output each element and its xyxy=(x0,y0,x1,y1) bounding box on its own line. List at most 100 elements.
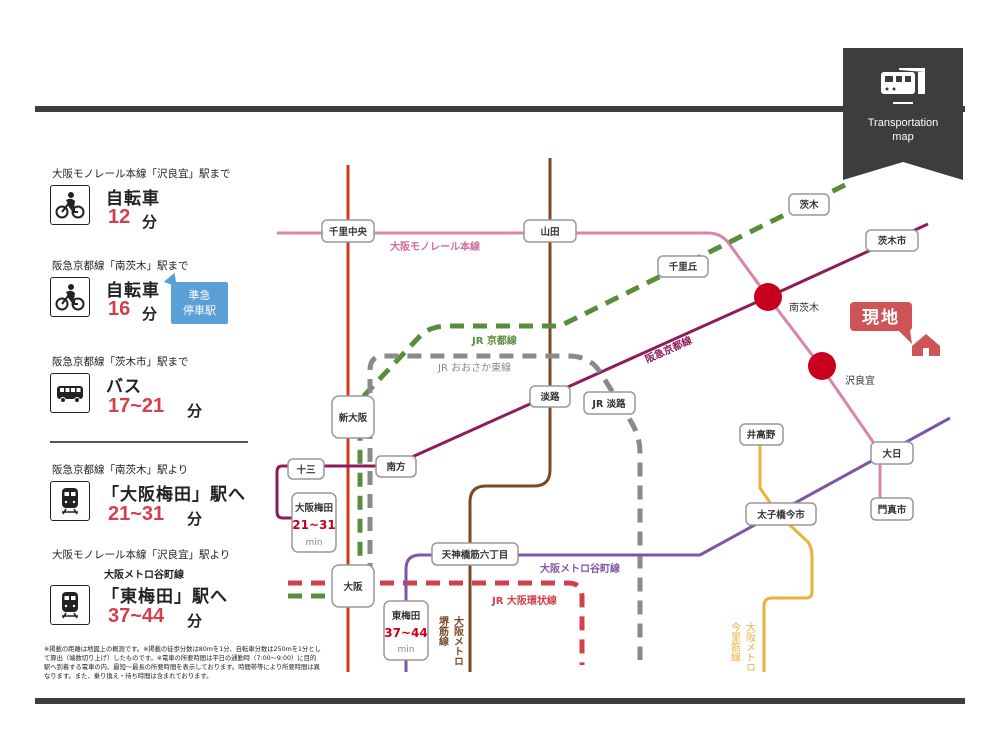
current-location-marker: 現地 xyxy=(850,302,940,356)
tag-line2: 停車駅 xyxy=(183,304,216,317)
svg-text:千里丘: 千里丘 xyxy=(669,261,698,273)
station-itakano: 井高野 xyxy=(739,423,784,446)
imazatosuji-line xyxy=(758,445,814,672)
svg-text:大日: 大日 xyxy=(882,448,901,460)
entry-unit: 分 xyxy=(187,612,203,630)
entry-unit: 分 xyxy=(142,305,158,323)
sakaisuji-line xyxy=(468,158,552,672)
entry-sub-line: 大阪メトロ谷町線 xyxy=(104,570,184,581)
entry-time: 17~21 xyxy=(108,395,165,417)
transportation-map-badge: Transportation map xyxy=(843,48,963,180)
sakaisuji-label-2: 堺筋線 xyxy=(437,615,450,647)
station-shin-osaka: 新大阪 xyxy=(331,395,375,439)
jr-osaka-higashi-label: JR おおさか東線 xyxy=(437,361,511,374)
station-tenjinbashi: 天神橋筋六丁目 xyxy=(431,542,519,566)
imazatosuji-label-1: 大阪メトロ xyxy=(744,621,756,672)
badge-title-line1: Transportation xyxy=(867,117,939,129)
bicycle-icon xyxy=(55,284,85,311)
station-jr-awaji: JR 淡路 xyxy=(583,391,636,415)
entry-mode: 「東梅田」駅へ xyxy=(102,587,228,607)
bicycle-icon xyxy=(55,192,85,219)
station-kadomashi: 門真市 xyxy=(870,497,914,521)
station-ibaraki: 茨木 xyxy=(788,193,830,216)
svg-text:山田: 山田 xyxy=(540,226,559,238)
osaka-umeda-time: 21~31 xyxy=(292,518,335,532)
station-senrioka: 千里丘 xyxy=(657,255,709,278)
station-taishibashi: 太子橋今市 xyxy=(745,502,817,526)
tanimachi-line xyxy=(404,416,951,672)
station-senri-chuo: 千里中央 xyxy=(321,219,375,243)
higashi-umeda-time: 37~44 xyxy=(384,626,427,640)
sakaisuji-label-1: 大阪メトロ xyxy=(452,615,464,666)
entry-caption: 阪急京都線「南茨木」駅まで xyxy=(52,260,189,272)
disclaimer-note: ※掲載の距離は地図上の概測です。※掲載の徒歩分数は80mを1分、自転車分数は25… xyxy=(44,646,321,680)
svg-text:千里中央: 千里中央 xyxy=(329,226,368,238)
station-ibarakishi: 茨木市 xyxy=(865,229,919,252)
badge-title-line2: map xyxy=(892,131,914,143)
train-icon xyxy=(881,68,925,104)
train-icon xyxy=(62,488,78,515)
station-sawaragi: 沢良宜 xyxy=(845,374,875,387)
svg-text:東梅田: 東梅田 xyxy=(391,610,421,622)
svg-text:JR 淡路: JR 淡路 xyxy=(591,398,626,410)
tanimachi-label: 大阪メトロ谷町線 xyxy=(540,562,620,575)
station-higashi-umeda: 東梅田 37~44 min xyxy=(383,600,429,661)
train-icon xyxy=(62,592,78,619)
svg-text:茨木市: 茨木市 xyxy=(878,235,907,247)
entry-icon-box xyxy=(50,185,90,225)
station-dot-sawaragi xyxy=(808,352,836,380)
jr-osaka-higashi-line xyxy=(367,353,643,660)
station-minami-ibaraki: 南茨木 xyxy=(789,301,819,314)
svg-text:min: min xyxy=(306,538,323,548)
entry-unit: 分 xyxy=(187,402,203,420)
entry-time: 16 xyxy=(108,298,131,320)
jr-kyoto-line xyxy=(288,182,847,600)
semi-express-tag: 準急 停車駅 xyxy=(171,282,228,324)
hankyu-label: 阪急京都線 xyxy=(643,334,694,366)
jr-loop-line xyxy=(288,580,585,665)
svg-text:淡路: 淡路 xyxy=(540,391,560,403)
station-awaji: 淡路 xyxy=(529,385,571,408)
monorail-line xyxy=(277,231,882,505)
entry-caption: 阪急京都線「南茨木」駅より xyxy=(52,464,189,476)
entry-icon-box xyxy=(50,373,90,413)
entry-icon-box xyxy=(50,481,90,521)
entry-mode: バス xyxy=(106,377,142,397)
svg-text:門真市: 門真市 xyxy=(878,504,907,516)
station-juso: 十三 xyxy=(287,458,325,480)
station-osaka-umeda: 大阪梅田 21~31 min xyxy=(291,492,337,553)
station-minamikata: 南方 xyxy=(375,455,417,478)
tag-line1: 準急 xyxy=(188,289,211,302)
legend-divider xyxy=(50,441,248,443)
jr-loop-label: JR 大阪環状線 xyxy=(491,594,557,607)
svg-text:井高野: 井高野 xyxy=(747,429,776,441)
monorail-label: 大阪モノレール本線 xyxy=(390,240,480,253)
entry-mode: 自転車 xyxy=(106,281,160,301)
entry-time: 37~44 xyxy=(108,605,165,627)
entry-time: 12 xyxy=(108,206,131,228)
entry-unit: 分 xyxy=(187,510,203,528)
bus-icon xyxy=(57,386,83,403)
home-icon xyxy=(912,334,940,356)
station-yamada: 山田 xyxy=(523,219,577,243)
station-dainichi: 大日 xyxy=(870,441,914,465)
hankyu-kyoto-line xyxy=(275,222,929,520)
svg-text:天神橋筋六丁目: 天神橋筋六丁目 xyxy=(442,549,509,561)
entry-caption: 阪急京都線「茨木市」駅まで xyxy=(52,356,189,368)
station-dot-minami-ibaraki xyxy=(754,283,782,311)
entry-mode: 自転車 xyxy=(106,189,160,209)
entry-time: 21~31 xyxy=(108,503,165,525)
entry-mode: 「大阪梅田」駅へ xyxy=(102,485,246,505)
imazatosuji-label-2: 今里筋線 xyxy=(729,621,741,662)
svg-text:十三: 十三 xyxy=(296,464,316,476)
svg-text:大阪: 大阪 xyxy=(343,581,363,593)
jr-kyoto-label: JR 京都線 xyxy=(471,334,517,347)
svg-text:大阪梅田: 大阪梅田 xyxy=(295,502,333,514)
svg-text:茨木: 茨木 xyxy=(799,199,819,211)
svg-text:南方: 南方 xyxy=(386,461,406,473)
entry-icon-box xyxy=(50,277,90,317)
station-osaka: 大阪 xyxy=(331,564,375,608)
svg-text:現地: 現地 xyxy=(862,307,900,328)
svg-text:新大阪: 新大阪 xyxy=(339,412,368,424)
header-divider xyxy=(35,106,965,112)
